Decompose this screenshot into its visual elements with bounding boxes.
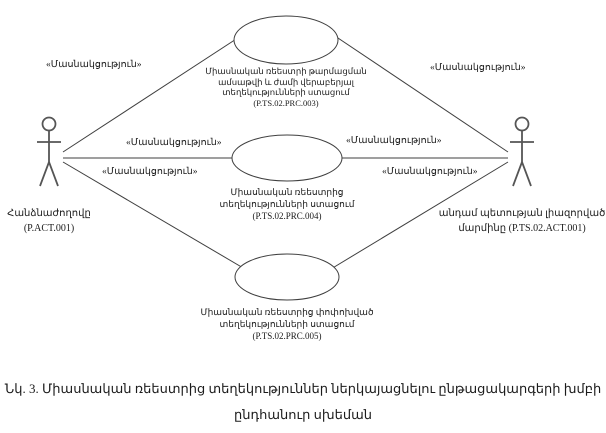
actor-right-name: անդամ պետության լիազորված: [438, 208, 606, 219]
actor-left-figure: [37, 116, 61, 187]
use-case-top-code: (P.TS.02.PRC.003): [253, 97, 319, 108]
use-case-middle-label: Միասնական ռեեստրից տեղեկությունների ստաց…: [182, 186, 392, 222]
edge-label-bottom-right: «Մասնակցություն»: [382, 167, 478, 177]
edge-label-top-right: «Մասնակցություն»: [430, 63, 526, 73]
use-case-middle-line1: Միասնական ռեեստրից: [230, 187, 344, 197]
use-case-middle-line2: տեղեկությունների ստացում: [219, 199, 355, 209]
use-case-bottom-label: Միասնական ռեեստրից փոփոխված տեղեկություն…: [182, 306, 392, 342]
actor-left-name: Հանձնաժողովը: [7, 208, 91, 219]
figure-caption-line1: Նկ. 3. Միասնական ռեեստրից տեղեկություննե…: [4, 381, 602, 396]
use-case-top-line3: տեղեկությունների ստացում: [222, 87, 350, 97]
actor-right-label: անդամ պետության լիազորված մարմինը (P.TS.…: [438, 206, 606, 236]
edge-left-top: [62, 29, 251, 153]
actor-left-code: (P.ACT.001): [23, 223, 75, 234]
figure-caption-line2: ընդհանուր սխեման: [234, 407, 372, 422]
use-case-bottom-code: (P.TS.02.PRC.005): [252, 331, 322, 341]
actor-right-head: [514, 116, 530, 132]
edge-right-top: [325, 29, 509, 153]
actor-right-leg-left: [512, 161, 523, 187]
use-case-top-line2: ամսաթվի և ժամի վերաբերյալ: [218, 76, 354, 87]
use-case-top-label: Միասնական ռեեստրի թարմացման ամսաթվի և ժա…: [181, 66, 391, 108]
actor-left-leg-left: [39, 161, 50, 187]
actor-right-leg-right: [521, 161, 532, 187]
edge-left-bottom: [62, 161, 251, 273]
edge-label-bottom-left: «Մասնակցություն»: [102, 167, 198, 177]
actor-left-leg-right: [48, 161, 59, 187]
connector-lines: [62, 29, 509, 273]
edge-right-bottom: [325, 161, 509, 273]
use-case-top-line1: Միասնական ռեեստրի թարմացման: [205, 66, 367, 76]
use-case-middle-code: (P.TS.02.PRC.004): [252, 211, 322, 221]
use-case-ellipse-middle: [231, 134, 343, 182]
edge-label-top-left: «Մասնակցություն»: [46, 60, 142, 70]
actor-right-figure: [510, 116, 534, 187]
edge-label-middle-left: «Մասնակցություն»: [126, 138, 222, 148]
use-case-bottom-line1: Միասնական ռեեստրից փոփոխված: [200, 307, 374, 317]
use-case-bottom-line2: տեղեկությունների ստացում: [219, 319, 355, 329]
actor-right-code: մարմինը (P.TS.02.ACT.001): [458, 223, 586, 234]
actor-left-head: [41, 116, 57, 132]
edge-label-middle-right: «Մասնակցություն»: [346, 136, 442, 146]
actor-left-label: Հանձնաժողովը (P.ACT.001): [1, 206, 97, 236]
use-case-ellipse-top: [233, 15, 339, 65]
use-case-ellipse-bottom: [234, 253, 340, 301]
